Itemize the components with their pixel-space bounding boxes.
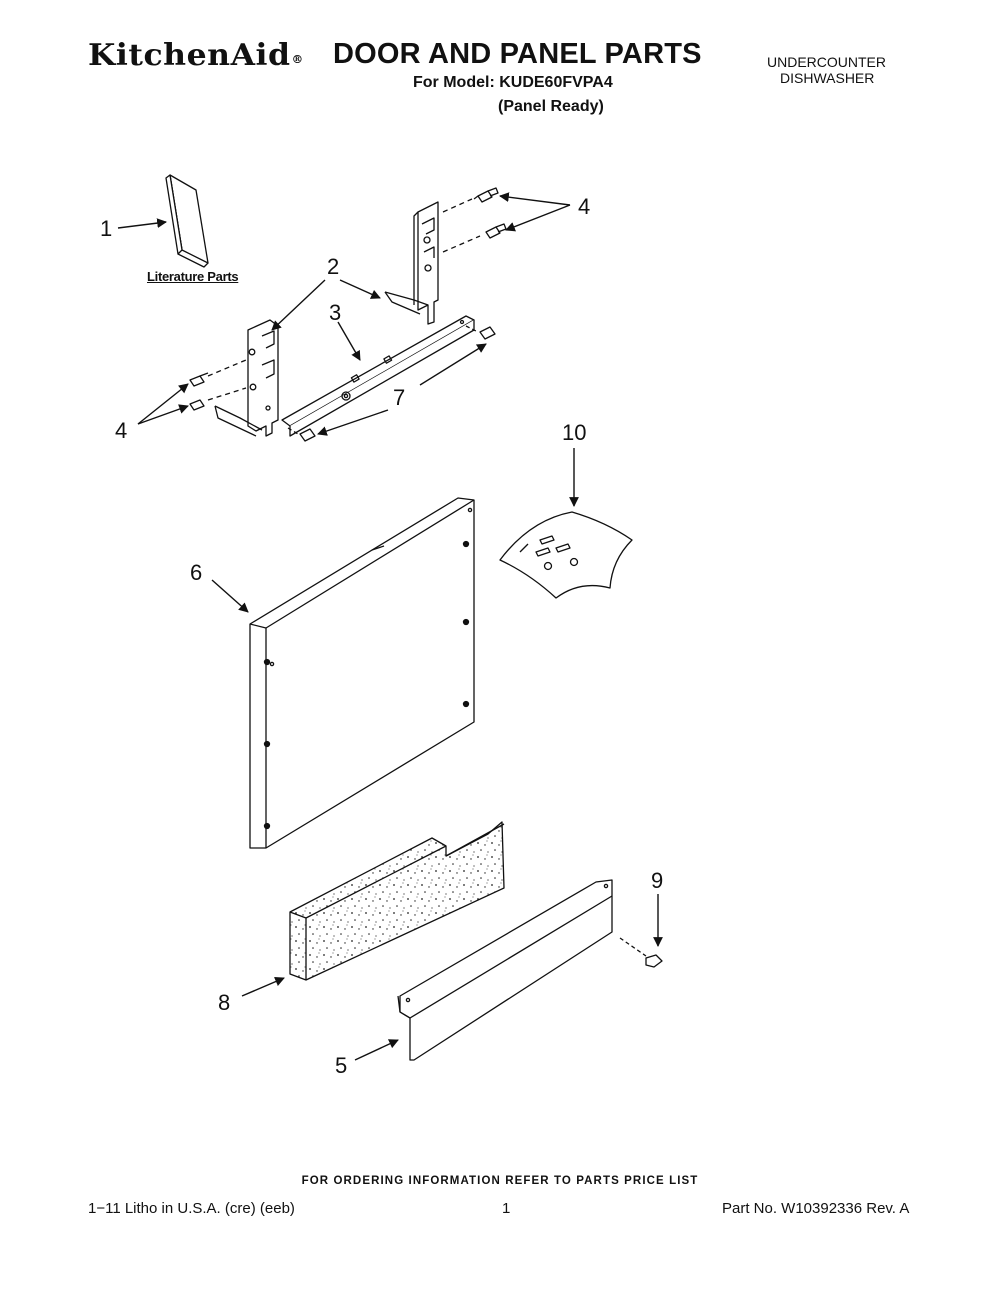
callout-9: 9 [651,868,663,893]
screw-left-upper [189,359,247,387]
callout-4-top: 4 [578,194,590,219]
brand-logo: KitchenAid® [88,38,304,73]
ordering-note: FOR ORDERING INFORMATION REFER TO PARTS … [301,1175,699,1187]
callout-5: 5 [335,1053,347,1078]
toe-panel [397,879,613,1061]
left-mounting-bracket [214,319,279,437]
callout-4-left: 4 [115,418,127,443]
page-number: 1 [502,1200,511,1217]
hardware-bag [499,511,633,599]
screw-bar-left [287,427,316,442]
insulation-block [289,821,505,981]
callout-6: 6 [190,560,202,585]
model-variant: (Panel Ready) [498,98,604,115]
literature-booklet [165,174,209,268]
category-line-1: UNDERCOUNTER [767,54,886,70]
callout-10: 10 [562,420,586,445]
clip-screw [619,937,663,968]
callout-1: 1 [100,216,112,241]
callout-8: 8 [218,990,230,1015]
screw-top-lower [442,223,507,253]
model-line: For Model: KUDE60FVPA4 [413,74,613,91]
category-line-2: DISHWASHER [780,70,875,86]
brand-name: KitchenAid [88,38,291,73]
screw-top-upper [442,187,499,213]
door-panel [249,497,475,849]
litho-info: 1−11 Litho in U.S.A. (cre) (eeb) [88,1200,295,1217]
literature-parts-label: Literature Parts [147,269,239,284]
right-mounting-bracket [384,201,439,325]
page-title: DOOR AND PANEL PARTS [333,38,702,70]
callout-2: 2 [327,254,339,279]
registered-mark: ® [291,53,304,66]
screw-bar-right [465,325,496,340]
screw-left-lower [189,387,247,411]
channel-bar [281,315,475,437]
callout-7: 7 [393,385,405,410]
part-number: Part No. W10392336 Rev. A [722,1200,910,1217]
callout-3: 3 [329,300,341,325]
